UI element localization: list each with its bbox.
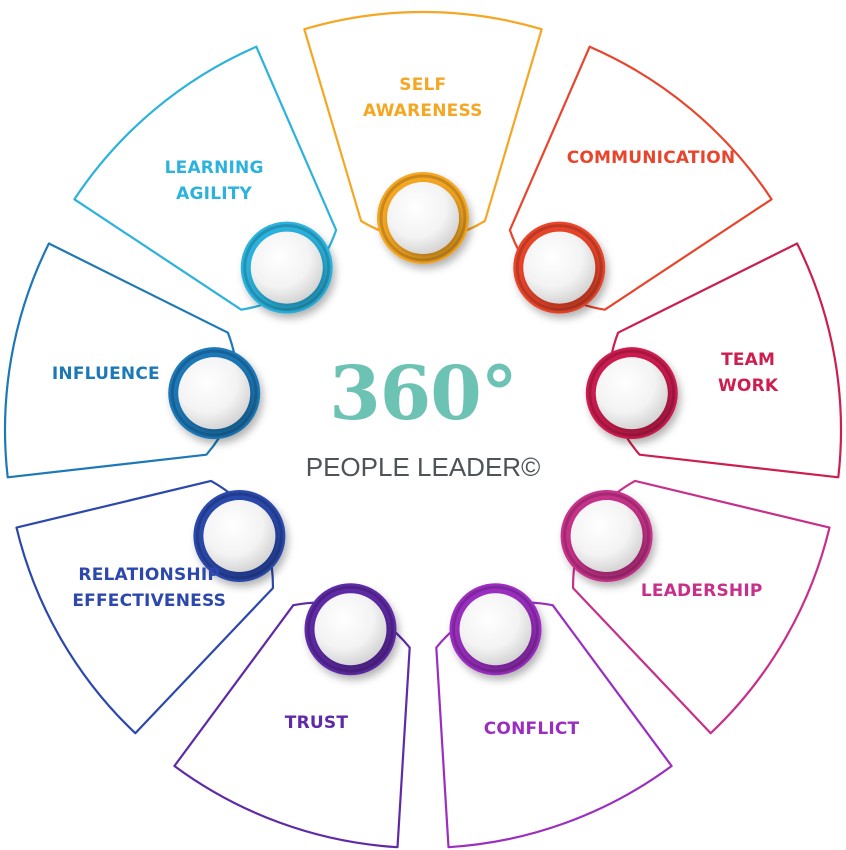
label-team-work-line: WORK — [717, 375, 779, 396]
label-relationship-effectiveness-line: RELATIONSHIP — [78, 565, 221, 585]
knob-relationship-effectiveness — [193, 490, 286, 582]
label-relationship-effectiveness-line: EFFECTIVENESS — [72, 591, 227, 611]
label-influence-line: INFLUENCE — [51, 364, 160, 385]
knob-trust — [304, 583, 397, 676]
center-subtitle: PEOPLE LEADER© — [305, 452, 541, 482]
label-communication-line: COMMUNICATION — [566, 148, 736, 169]
knob-communication — [513, 221, 606, 314]
label-conflict-line: CONFLICT — [483, 718, 580, 739]
knob-leadership — [560, 490, 653, 582]
label-leadership: LEADERSHIP — [641, 578, 763, 604]
label-influence: INFLUENCE — [52, 361, 160, 387]
center-title: 360° — [329, 351, 517, 437]
knob-influence — [168, 347, 261, 440]
label-leadership-line: LEADERSHIP — [640, 581, 763, 601]
label-self-awareness-line: SELF — [399, 75, 447, 95]
label-trust: TRUST — [285, 710, 348, 736]
knob-team-work — [585, 347, 678, 440]
segment-knobs — [168, 172, 678, 676]
label-communication: COMMUNICATION — [567, 145, 736, 171]
knob-learning-agility — [240, 221, 333, 314]
label-self-awareness-line: AWARENESS — [363, 101, 483, 121]
label-self-awareness: SELF AWARENESS — [363, 72, 483, 124]
label-team-work-line: TEAM — [721, 349, 776, 370]
knob-conflict — [449, 583, 542, 676]
label-trust-line: TRUST — [284, 713, 349, 734]
label-team-work: TEAM WORK — [718, 347, 778, 399]
label-conflict: CONFLICT — [484, 716, 580, 742]
label-relationship-effectiveness: RELATIONSHIP EFFECTIVENESS — [72, 562, 226, 614]
label-learning-agility-line: AGILITY — [176, 184, 253, 205]
knob-self-awareness — [377, 172, 469, 264]
label-learning-agility-line: LEARNING — [164, 158, 264, 179]
label-learning-agility: LEARNING AGILITY — [165, 155, 264, 207]
